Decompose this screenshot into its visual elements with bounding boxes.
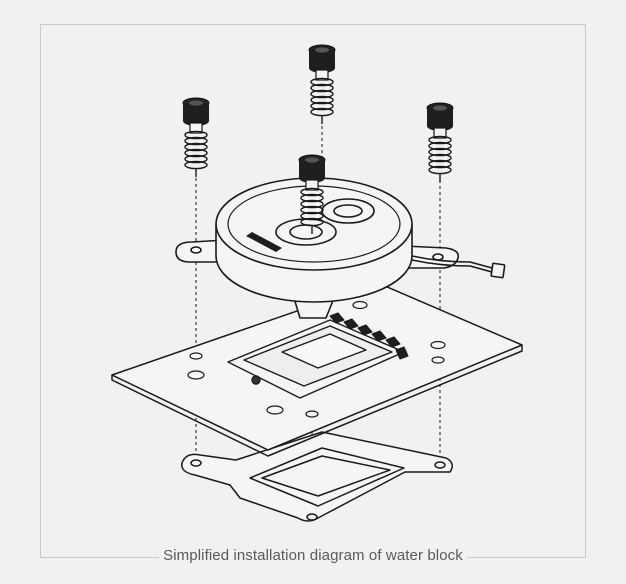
diagram-caption: Simplified installation diagram of water… (0, 547, 626, 564)
caption-text: Simplified installation diagram of water… (159, 547, 467, 564)
cpu-socket (227, 312, 409, 399)
water-block (175, 177, 506, 319)
screw-left (182, 97, 210, 178)
backplate (181, 431, 453, 522)
screw-right (426, 102, 454, 183)
screw-top (308, 44, 336, 125)
